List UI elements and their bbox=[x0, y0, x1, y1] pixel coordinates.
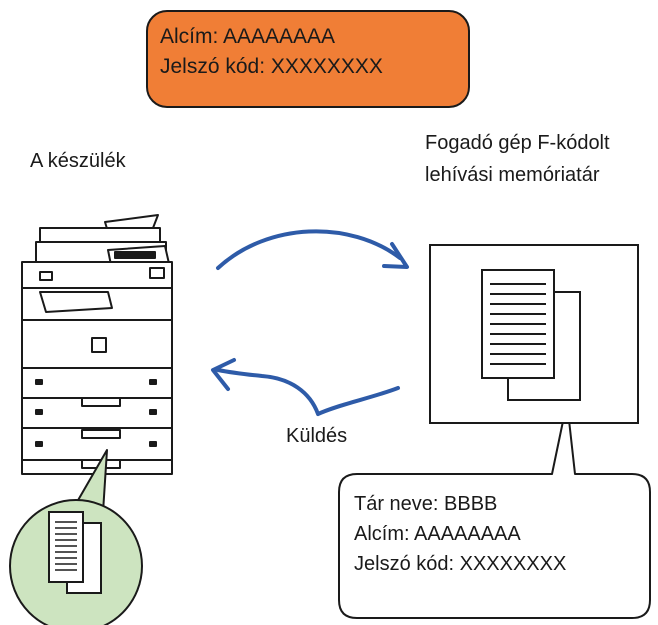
multifunction-printer-icon bbox=[21, 214, 173, 475]
bubble-line-3: Jelszó kód: XXXXXXXX bbox=[354, 553, 567, 575]
receiver-label-line-1: Fogadó gép F-kódolt bbox=[425, 132, 610, 154]
send-label: Küldés bbox=[286, 425, 348, 447]
bubble-line-1: Tár neve: BBBB bbox=[354, 493, 498, 515]
curved-arrow-right-icon bbox=[216, 229, 409, 270]
bubble-line-2: Alcím: AAAAAAAA bbox=[354, 523, 521, 545]
orange-box-line-2: Jelszó kód: XXXXXXXX bbox=[160, 55, 383, 78]
receiver-label-line-2: lehívási memóriatár bbox=[425, 164, 600, 186]
bubble-text: Tár neve: BBBB Alcím: AAAAAAAA Jelszó kó… bbox=[354, 489, 566, 579]
orange-box-text: Alcím: AAAAAAAA Jelszó kód: XXXXXXXX bbox=[160, 22, 383, 82]
document-stack-icon bbox=[48, 511, 102, 594]
orange-info-box bbox=[146, 10, 470, 108]
speech-bubble bbox=[338, 401, 651, 619]
curved-arrow-left-icon bbox=[211, 358, 400, 416]
document-stack-icon bbox=[481, 269, 581, 401]
orange-box-line-1: Alcím: AAAAAAAA bbox=[160, 25, 336, 48]
device-label: A készülék bbox=[30, 150, 126, 172]
